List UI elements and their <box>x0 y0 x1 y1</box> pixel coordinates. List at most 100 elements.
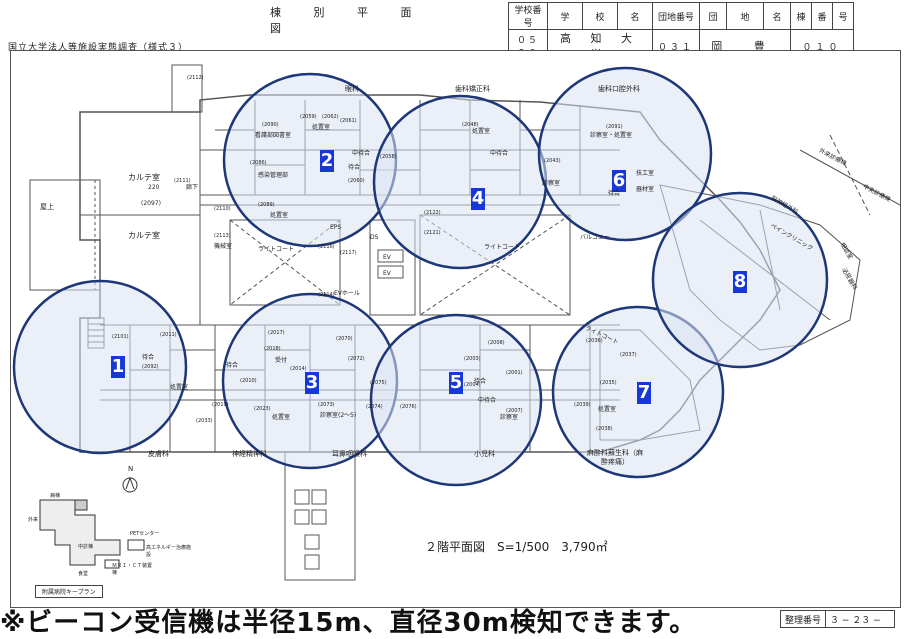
room-number: (2076) <box>400 404 417 410</box>
beacon-label: 6 <box>612 170 626 192</box>
room-label: 屋上 <box>40 203 54 211</box>
room-label: 処置室 <box>270 212 289 219</box>
room-label: バルコニー <box>580 234 610 241</box>
room-number: (2086) <box>250 160 267 166</box>
room-number: (2073) <box>318 402 335 408</box>
info-label: 名 <box>617 2 653 30</box>
room-number: (2062) <box>322 114 339 120</box>
room-label: 待合 <box>608 190 621 197</box>
room-label: 中待合 <box>352 150 371 157</box>
room-number: (2014) <box>290 366 307 372</box>
sheet-title: 棟 別 平 面 図 <box>270 4 470 36</box>
title-char: 平 <box>357 6 368 19</box>
dept-label: 眼科 <box>345 85 359 93</box>
room-label: EV <box>383 254 391 261</box>
room-label: 診察室(2〜5) <box>320 412 357 419</box>
room-number: (2122) <box>424 210 441 216</box>
beacon-range-4 <box>372 94 548 270</box>
room-label: 診察室・処置室 <box>590 132 633 139</box>
key-plan-label: 食堂 <box>78 571 89 577</box>
room-number: (2035) <box>600 380 617 386</box>
dept-label: 歯科矯正科 <box>455 85 490 93</box>
room-number: (2043) <box>544 158 561 164</box>
room-number: (2117) <box>340 250 357 256</box>
dept-label: 耳鼻咽喉科 <box>332 450 367 458</box>
room-number: (2111) <box>174 178 191 184</box>
room-label: 待合 <box>142 354 155 361</box>
beacon-label: 5 <box>449 372 463 394</box>
info-label: 地 <box>726 2 764 30</box>
beacon-range-5 <box>369 313 543 487</box>
dept-label: 神経精神科 <box>232 450 267 458</box>
page-number: ３ − ２３ − <box>825 610 896 628</box>
room-number: (2048) <box>462 122 479 128</box>
room-label: 受付 <box>275 357 288 364</box>
dept-label: 皮膚科 <box>148 450 169 458</box>
room-label: 中待合 <box>490 150 509 157</box>
room-number: (2092) <box>142 364 159 370</box>
page-number-box: 整理番号 ３ − ２３ − <box>779 610 896 628</box>
beacon-label: 1 <box>111 356 125 378</box>
key-plan-icon <box>39 499 145 569</box>
room-number: (2039) <box>574 402 591 408</box>
room-label: 処置室 <box>472 128 491 135</box>
room-number: (2023) <box>254 406 271 412</box>
room-number: (2114) <box>318 292 335 298</box>
room-label: 待合 <box>474 378 487 385</box>
room-label: ライトコート <box>484 244 521 251</box>
room-number: (2089) <box>258 202 275 208</box>
room-label: EVホール <box>334 290 360 297</box>
room-label: 処置室 <box>170 384 189 391</box>
beacon-label: 2 <box>320 150 334 172</box>
north-arrow-icon <box>122 476 138 493</box>
room-number: (2091) <box>606 124 623 130</box>
room-number: 220 <box>148 184 160 191</box>
room-number: (2010) <box>240 378 257 384</box>
room-label: 処置室 <box>598 406 617 413</box>
dept-label: 歯科口腔外科 <box>598 85 640 93</box>
room-number: (2004) <box>464 382 481 388</box>
title-char: 面 <box>400 6 412 19</box>
title-char: 別 <box>313 6 325 19</box>
room-number: (2007) <box>506 408 523 414</box>
room-number: (2121) <box>424 230 441 236</box>
room-number: (2008) <box>488 340 505 346</box>
survey-subtitle: 国立大学法人等施設実態調査（様式３） <box>8 43 189 53</box>
room-label: 感染管理部 <box>258 172 289 179</box>
room-number: (2058) <box>380 154 397 160</box>
info-label: 学 <box>547 2 583 30</box>
key-plan-label: 外来 <box>28 517 39 523</box>
room-label: ライトコート <box>258 246 295 253</box>
dept-label: 小児科 <box>474 450 495 458</box>
key-plan-label: 病棟 <box>50 493 61 499</box>
room-number: (2075) <box>370 380 387 386</box>
beacon-label: 4 <box>471 188 485 210</box>
room-number: (2074) <box>366 404 383 410</box>
room-number: (2037) <box>620 352 637 358</box>
room-number: (2072) <box>348 356 365 362</box>
room-label: 処置室 <box>272 414 291 421</box>
key-plan-label: 中診棟 <box>78 544 94 550</box>
room-label: DS <box>370 234 379 241</box>
beacon-range-6 <box>537 66 713 242</box>
room-label: 処置室 <box>312 124 331 131</box>
room-number: (2101) <box>112 334 129 340</box>
room-number: (2070) <box>336 336 353 342</box>
key-plan-label: PETセンター <box>130 531 160 537</box>
room-label: 廊下 <box>186 184 199 191</box>
room-label: 技工室 <box>636 170 655 177</box>
room-number: (2019) <box>212 402 229 408</box>
room-number: (2090) <box>262 122 279 128</box>
north-label: N <box>128 465 134 473</box>
beacon-label: 7 <box>637 382 651 404</box>
room-label: EV <box>383 270 391 277</box>
key-plan-label: 高エネルギー治療施設 <box>146 545 192 558</box>
room-number: (2097) <box>141 200 161 207</box>
scale-caption: ２階平面図 S=1/500 3,790㎡ <box>425 540 608 554</box>
sheet-info-table: 学校番号 学 校 名 団地番号 団 地 名 棟 番 号 ０５２０ 高 知 大 学… <box>508 2 854 63</box>
room-number: (2036) <box>586 338 603 344</box>
beacon-range-1 <box>12 279 188 455</box>
room-number: (2017) <box>268 330 285 336</box>
beacon-label: 3 <box>305 372 319 394</box>
room-number: (2061) <box>340 118 357 124</box>
